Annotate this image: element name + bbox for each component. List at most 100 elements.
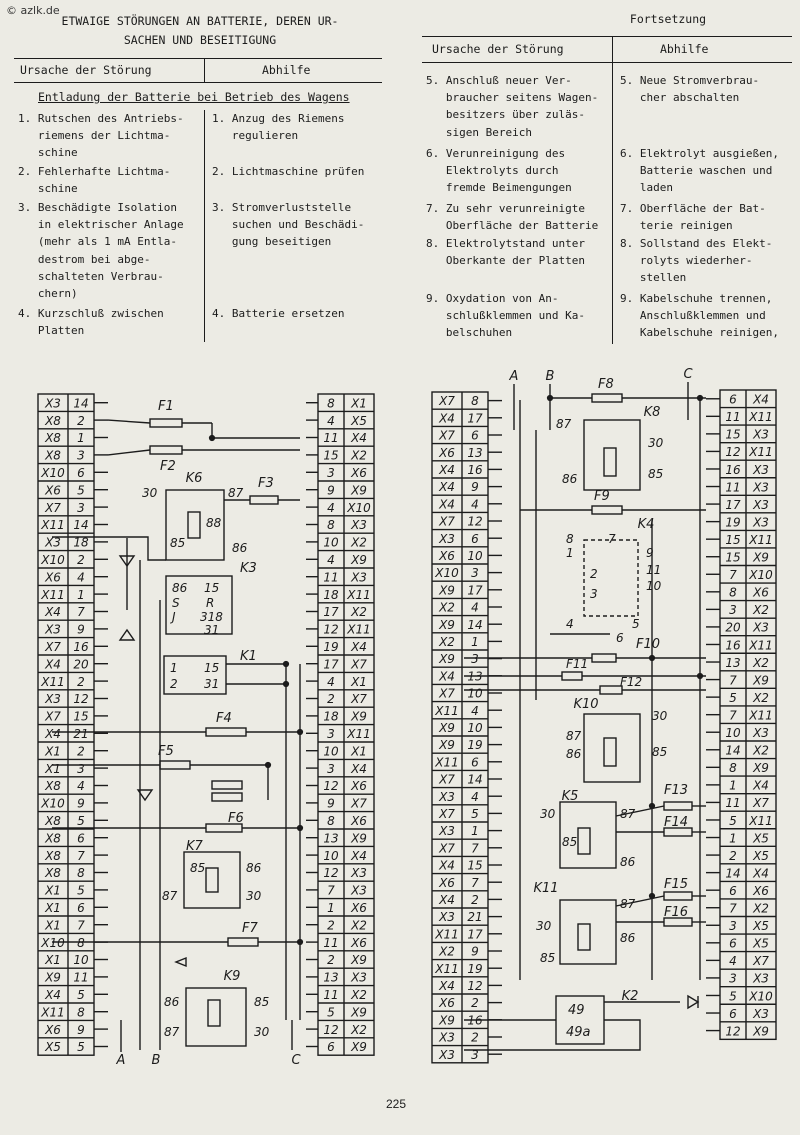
connector-pin: 12 [467, 979, 482, 993]
connector-pin: 14 [725, 744, 740, 758]
connector-pin: X3 [350, 971, 367, 985]
connector-pin: 12 [323, 779, 338, 793]
remedy-line: terie reinigen [620, 219, 733, 233]
relay-terminal: 86 [246, 861, 262, 875]
connector-pin: 8 [327, 814, 335, 828]
relay-label: K8 [644, 405, 661, 420]
relay-terminal: 318 [200, 610, 223, 624]
connector-pin: 9 [471, 480, 479, 494]
relay-terminal: 9 [646, 546, 654, 560]
connector-pin: 19 [725, 515, 740, 529]
lt-remedy-row: 1. Anzug des Riemens regulieren [212, 110, 344, 144]
cause-line: 8. Elektrolytstand unter [426, 237, 585, 250]
connector-pin: X9 [438, 583, 455, 597]
relay-terminal: 86 [172, 581, 188, 595]
remedy-line: 6. Elektrolyt ausgießen, [620, 147, 779, 160]
fuse-label: F6 [228, 811, 244, 826]
fuse-label: F14 [664, 815, 688, 830]
connector-pin: 9 [77, 797, 85, 811]
relay-coil [187, 511, 201, 539]
fuse-label: F16 [664, 905, 688, 920]
connector-pin: X7 [44, 640, 61, 654]
connector-pin: 1 [77, 431, 85, 445]
connector-pin: X2 [350, 449, 367, 463]
cause-line: (mehr als 1 mA Entla- [18, 235, 177, 249]
cause-line: Oberkante der Platten [426, 254, 585, 268]
connector-pin: X11 [748, 410, 773, 424]
remedy-line: 8. Sollstand des Elekt- [620, 237, 773, 250]
connector-pin: X6 [438, 996, 455, 1010]
connector-pin: X11 [40, 1005, 65, 1019]
connector-pin: 3 [77, 501, 85, 515]
connector-pin: 1 [729, 779, 737, 793]
fuse-res [211, 792, 243, 802]
fuse-label: F13 [664, 783, 688, 798]
connector-pin: 5 [77, 814, 85, 828]
relay-terminal: 2 [170, 677, 178, 691]
fuse-f12 [599, 685, 623, 695]
relay-terminal: 4 [566, 617, 574, 631]
cause-line: 6. Verunreinigung des [426, 147, 566, 160]
wire [107, 419, 151, 424]
connector-pin: X10 [748, 989, 773, 1003]
rt-remedy-row: 6. Elektrolyt ausgießen, Batterie wasche… [620, 145, 779, 197]
lt-cause-row: 4. Kurzschluß zwischen Platten [18, 305, 164, 339]
connector-pin: X10 [40, 553, 65, 567]
connector-pin: 15 [725, 428, 740, 442]
connector-pin: X1 [44, 744, 61, 758]
connector-pin: 11 [323, 988, 338, 1002]
wire [464, 1019, 641, 1051]
relay-terminal: 87 [228, 486, 244, 500]
connector-pin: 7 [327, 884, 335, 898]
connector-pin: X9 [752, 761, 769, 775]
connector-pin: X3 [438, 790, 455, 804]
rt-cause-row: 7. Zu sehr verunreinigte Oberfläche der … [426, 200, 598, 234]
connector-pin: 2 [77, 553, 85, 567]
cause-line: schlußklemmen und Ka- [426, 309, 585, 323]
connector-pin: 2 [77, 414, 85, 428]
connector-pin: 8 [471, 394, 479, 408]
connector-pin: 16 [725, 463, 741, 477]
connector-pin: 21 [467, 910, 482, 924]
remedy-line: 3. Stromverluststelle [212, 201, 352, 214]
relay-terminal: 49 [568, 1003, 585, 1018]
connector-pin: 19 [467, 738, 482, 752]
cause-line: besitzers über zuläs- [426, 108, 585, 122]
connector-pin: 17 [467, 927, 483, 941]
connector-pin: X11 [434, 704, 459, 718]
remedy-line: 1. Anzug des Riemens [212, 112, 345, 125]
connector-pin: X8 [44, 779, 61, 793]
connector-pin: X6 [752, 884, 769, 898]
connector-pin: X3 [350, 518, 367, 532]
connector-pin: 8 [77, 1005, 85, 1019]
connector-pin: 4 [471, 601, 479, 615]
relay-terminal: R [206, 596, 214, 610]
connector-pin: 4 [327, 414, 335, 428]
bus-label: B [546, 369, 555, 384]
relay-coil [207, 999, 221, 1027]
connector-pin: 3 [471, 1048, 479, 1062]
relay-terminal: 85 [254, 995, 269, 1009]
connector-pin: X4 [438, 893, 455, 907]
cause-line: 1. Rutschen des Antriebs- [18, 112, 184, 125]
relay-k2 [555, 995, 605, 1045]
fuse-f11 [561, 671, 583, 681]
relay-terminal: 86 [620, 855, 636, 869]
relay-k8 [583, 419, 641, 491]
connector-pin: 4 [471, 704, 479, 718]
remedy-line: gung beseitigen [212, 235, 332, 249]
relay-label: K4 [638, 517, 655, 532]
connector-pin: 2 [327, 953, 335, 967]
connector-pin: X10 [40, 936, 65, 950]
cause-line: fremde Beimengungen [426, 181, 572, 195]
connector-pin: X3 [350, 866, 367, 880]
remedy-line: 7. Oberfläche der Bat- [620, 202, 766, 215]
fuse-label: F7 [242, 921, 258, 936]
relay-terminal: 30 [254, 1025, 270, 1039]
connector-pin: X11 [434, 962, 459, 976]
connector-pin: X5 [44, 1040, 61, 1054]
connector-pin: 15 [323, 449, 338, 463]
lt-cause-row: 2. Fehlerhafte Lichtma- schine [18, 163, 170, 197]
connector-pin: X6 [350, 814, 367, 828]
relay-terminal: 86 [620, 931, 636, 945]
